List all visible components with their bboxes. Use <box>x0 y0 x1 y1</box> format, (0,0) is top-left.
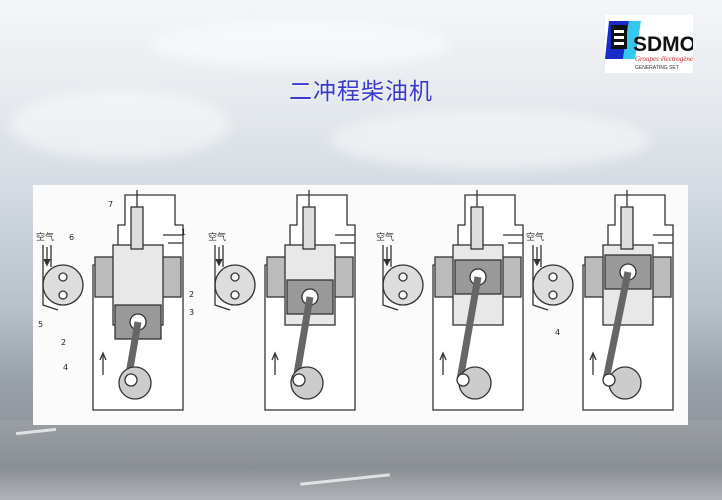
pump-rotor <box>398 272 408 282</box>
exhaust-port <box>163 234 183 244</box>
exhaust-port <box>503 234 523 244</box>
injector <box>302 206 316 250</box>
exhaust-port <box>653 234 673 244</box>
air-intake-duct <box>382 245 399 311</box>
air-label: 空气 <box>526 231 544 243</box>
injector <box>620 206 634 250</box>
crank-pin <box>292 373 306 387</box>
engine-stage-1: 空气 7 1 6 2 3 5 2 4 <box>36 190 194 411</box>
svg-text:Groupes électrogènes: Groupes électrogènes <box>635 55 693 63</box>
two-stroke-diesel-diagram: 空气 7 1 6 2 3 5 2 4 空气 空气 空气 4 <box>36 190 674 411</box>
cloud <box>150 20 450 70</box>
pump-rotor <box>58 290 68 300</box>
part-number-label: 3 <box>189 308 194 317</box>
connecting-rod <box>456 276 482 381</box>
connecting-rod <box>292 296 314 381</box>
flow-arrow <box>589 351 597 375</box>
flow-arrow <box>271 351 279 375</box>
air-arrow-head <box>533 258 541 267</box>
injector <box>470 206 484 250</box>
part-number-label: 2 <box>189 290 194 299</box>
exhaust-port <box>335 234 355 244</box>
cloud <box>10 90 230 160</box>
pump-rotor <box>58 272 68 282</box>
engine-diagram-panel: 空气 7 1 6 2 3 5 2 4 空气 空气 空气 4 <box>33 185 688 425</box>
flow-arrow <box>99 351 107 375</box>
air-arrow-head <box>215 258 223 267</box>
part-number-label: 5 <box>38 320 43 329</box>
air-label: 空气 <box>376 231 394 243</box>
part-number-label: 6 <box>69 233 74 242</box>
connecting-rod <box>602 271 632 381</box>
crank-pin <box>124 373 138 387</box>
part-number-label: 2 <box>61 338 66 347</box>
road-background <box>0 420 722 500</box>
flow-arrow <box>439 351 447 375</box>
crank-pin <box>602 373 616 387</box>
road-stripe <box>300 473 390 486</box>
slide-title: 二冲程柴油机 <box>289 79 433 105</box>
pump-rotor <box>548 290 558 300</box>
air-intake-duct <box>214 245 231 311</box>
cloud <box>330 110 650 170</box>
pump-rotor <box>398 290 408 300</box>
sdmo-logo: SDMO Groupes électrogènes GENERATING SET <box>605 15 693 73</box>
pump-rotor <box>230 272 240 282</box>
pump-rotor <box>230 290 240 300</box>
air-arrow-head <box>383 258 391 267</box>
injector <box>130 206 144 250</box>
crank-pin <box>456 373 470 387</box>
pump-rotor <box>548 272 558 282</box>
part-number-label: 4 <box>555 328 560 337</box>
air-label: 空气 <box>36 231 54 243</box>
engine-stage-3: 空气 <box>376 190 524 411</box>
engine-stage-4: 空气 4 <box>526 190 674 411</box>
part-number-label: 1 <box>181 228 186 237</box>
road-stripe <box>15 427 57 436</box>
svg-text:GENERATING SET: GENERATING SET <box>635 65 679 71</box>
air-intake-duct <box>532 245 549 311</box>
part-number-label: 4 <box>63 363 68 372</box>
part-number-label: 7 <box>108 200 113 209</box>
air-arrow-head <box>43 258 51 267</box>
air-label: 空气 <box>208 231 226 243</box>
svg-text:SDMO: SDMO <box>633 33 693 56</box>
engine-stage-2: 空气 <box>208 190 356 411</box>
air-intake-duct <box>42 245 59 311</box>
